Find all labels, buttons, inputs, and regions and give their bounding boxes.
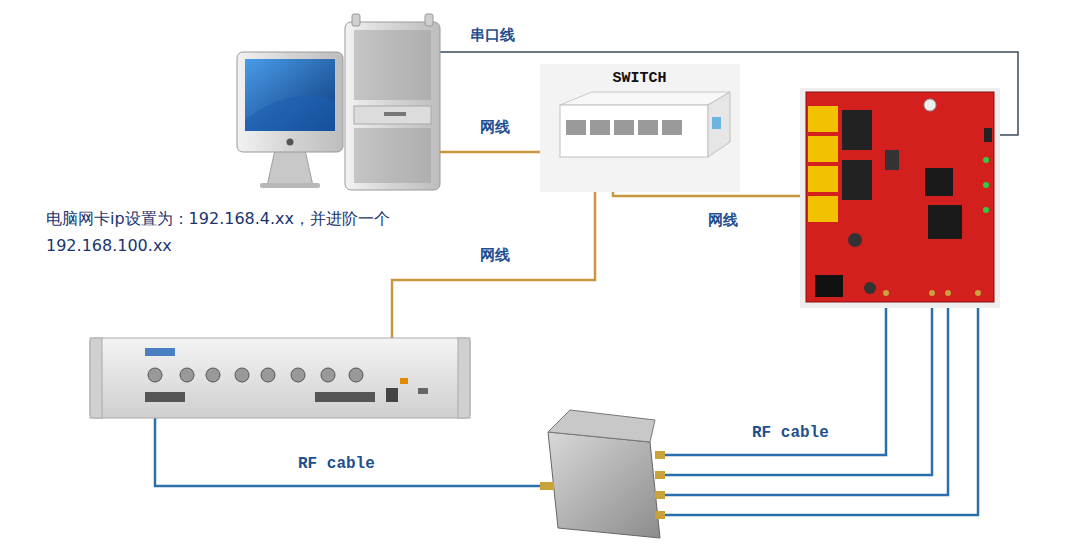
cable-label: RF cable	[752, 424, 829, 442]
rf-splitter-part	[548, 432, 660, 538]
rf-cable-part	[664, 296, 932, 475]
test-instrument-part	[90, 338, 470, 418]
computer-tower-part	[354, 106, 431, 124]
computer-monitor-part	[260, 183, 320, 188]
test-instrument-part	[315, 392, 375, 402]
test-instrument-part	[291, 368, 305, 382]
computer-tower-part	[384, 112, 406, 116]
pcb-board-part	[975, 290, 981, 296]
pcb-board-part	[883, 290, 889, 296]
test-instrument-part	[235, 368, 249, 382]
computer-tower-part	[354, 30, 431, 100]
rf-splitter-part	[655, 511, 665, 519]
pcb-board-part	[983, 182, 989, 188]
pcb-board-part	[983, 207, 989, 213]
test-instrument-part	[418, 388, 428, 394]
computer-monitor-part	[267, 150, 313, 186]
test-instrument-part	[145, 392, 185, 402]
pcb-board-part	[924, 99, 936, 111]
test-instrument-part	[148, 368, 162, 382]
test-instrument-part	[386, 388, 398, 402]
network-switch-part	[662, 120, 682, 135]
note-text: 电脑网卡ip设置为：192.168.4.xx，并进阶一个 192.168.100…	[46, 205, 446, 259]
rf-splitter	[540, 410, 665, 538]
test-instrument-part	[180, 368, 194, 382]
rf-splitter-part	[655, 471, 665, 479]
pcb-board-part	[925, 168, 953, 196]
pcb-board-part	[842, 160, 872, 200]
pcb-board-part	[808, 166, 838, 192]
test-instrument-part	[90, 338, 102, 418]
network-switch-part	[708, 92, 730, 157]
test-instrument-part	[349, 368, 363, 382]
computer-monitor-part	[245, 59, 335, 131]
pcb-board-part	[864, 282, 876, 294]
computer-tower-part	[425, 14, 433, 26]
computer-monitor-part	[287, 139, 294, 146]
pcb-board-part	[928, 205, 962, 239]
test-instrument-part	[400, 378, 408, 384]
network-switch-part	[566, 120, 586, 135]
pcb-board-part	[808, 136, 838, 162]
computer-monitor-part	[237, 52, 343, 152]
pcb-board-part	[984, 128, 992, 142]
rf-cable-part	[664, 296, 886, 455]
pcb-board-part	[842, 110, 872, 150]
cable-label: 串口线	[470, 26, 515, 45]
rf-cable-part	[664, 296, 948, 495]
computer-tower-part	[354, 128, 431, 183]
pcb-board-part	[929, 290, 935, 296]
cable-label: RF cable	[298, 455, 375, 473]
network-switch-part	[560, 92, 730, 105]
test-instrument-part	[321, 368, 335, 382]
rf-splitter-part	[548, 410, 655, 442]
computer-monitor	[237, 52, 343, 188]
pcb-board-part	[945, 290, 951, 296]
pcb-board-part	[808, 196, 838, 222]
test-instrument-part	[145, 348, 175, 356]
pcb-board-part	[800, 88, 1000, 308]
computer-monitor-part	[245, 96, 335, 132]
pcb-board-part	[983, 157, 989, 163]
test-instrument	[90, 338, 470, 418]
network-switch-part	[540, 64, 740, 192]
pcb-board-part	[808, 106, 838, 132]
cable-label: 网线	[480, 246, 510, 265]
rf-splitter-part	[655, 451, 665, 459]
switch-node: SWITCH	[609, 68, 672, 89]
pcb-board-part	[806, 92, 994, 302]
rf-splitter-part	[655, 491, 665, 499]
test-instrument-part	[206, 368, 220, 382]
network-switch-part	[560, 105, 708, 157]
pcb-board-part	[815, 275, 843, 297]
pcb-board-part	[848, 233, 862, 247]
cable-label: 网线	[708, 211, 738, 230]
rf-cable-part	[664, 296, 978, 515]
computer-tower	[345, 14, 440, 190]
device-title: SWITCH	[613, 70, 668, 87]
computer-tower-part	[345, 22, 440, 190]
network-switch-part	[712, 117, 721, 129]
pcb-board	[800, 88, 1000, 308]
network-switch	[540, 64, 740, 192]
pcb-board-part	[885, 150, 899, 170]
network-switch-part	[614, 120, 634, 135]
test-instrument-part	[458, 338, 470, 418]
test-instrument-part	[261, 368, 275, 382]
network-switch-part	[590, 120, 610, 135]
cable-label: 网线	[480, 118, 510, 137]
network-switch-part	[638, 120, 658, 135]
rf-splitter-part	[540, 482, 554, 490]
computer-tower-part	[352, 14, 360, 26]
